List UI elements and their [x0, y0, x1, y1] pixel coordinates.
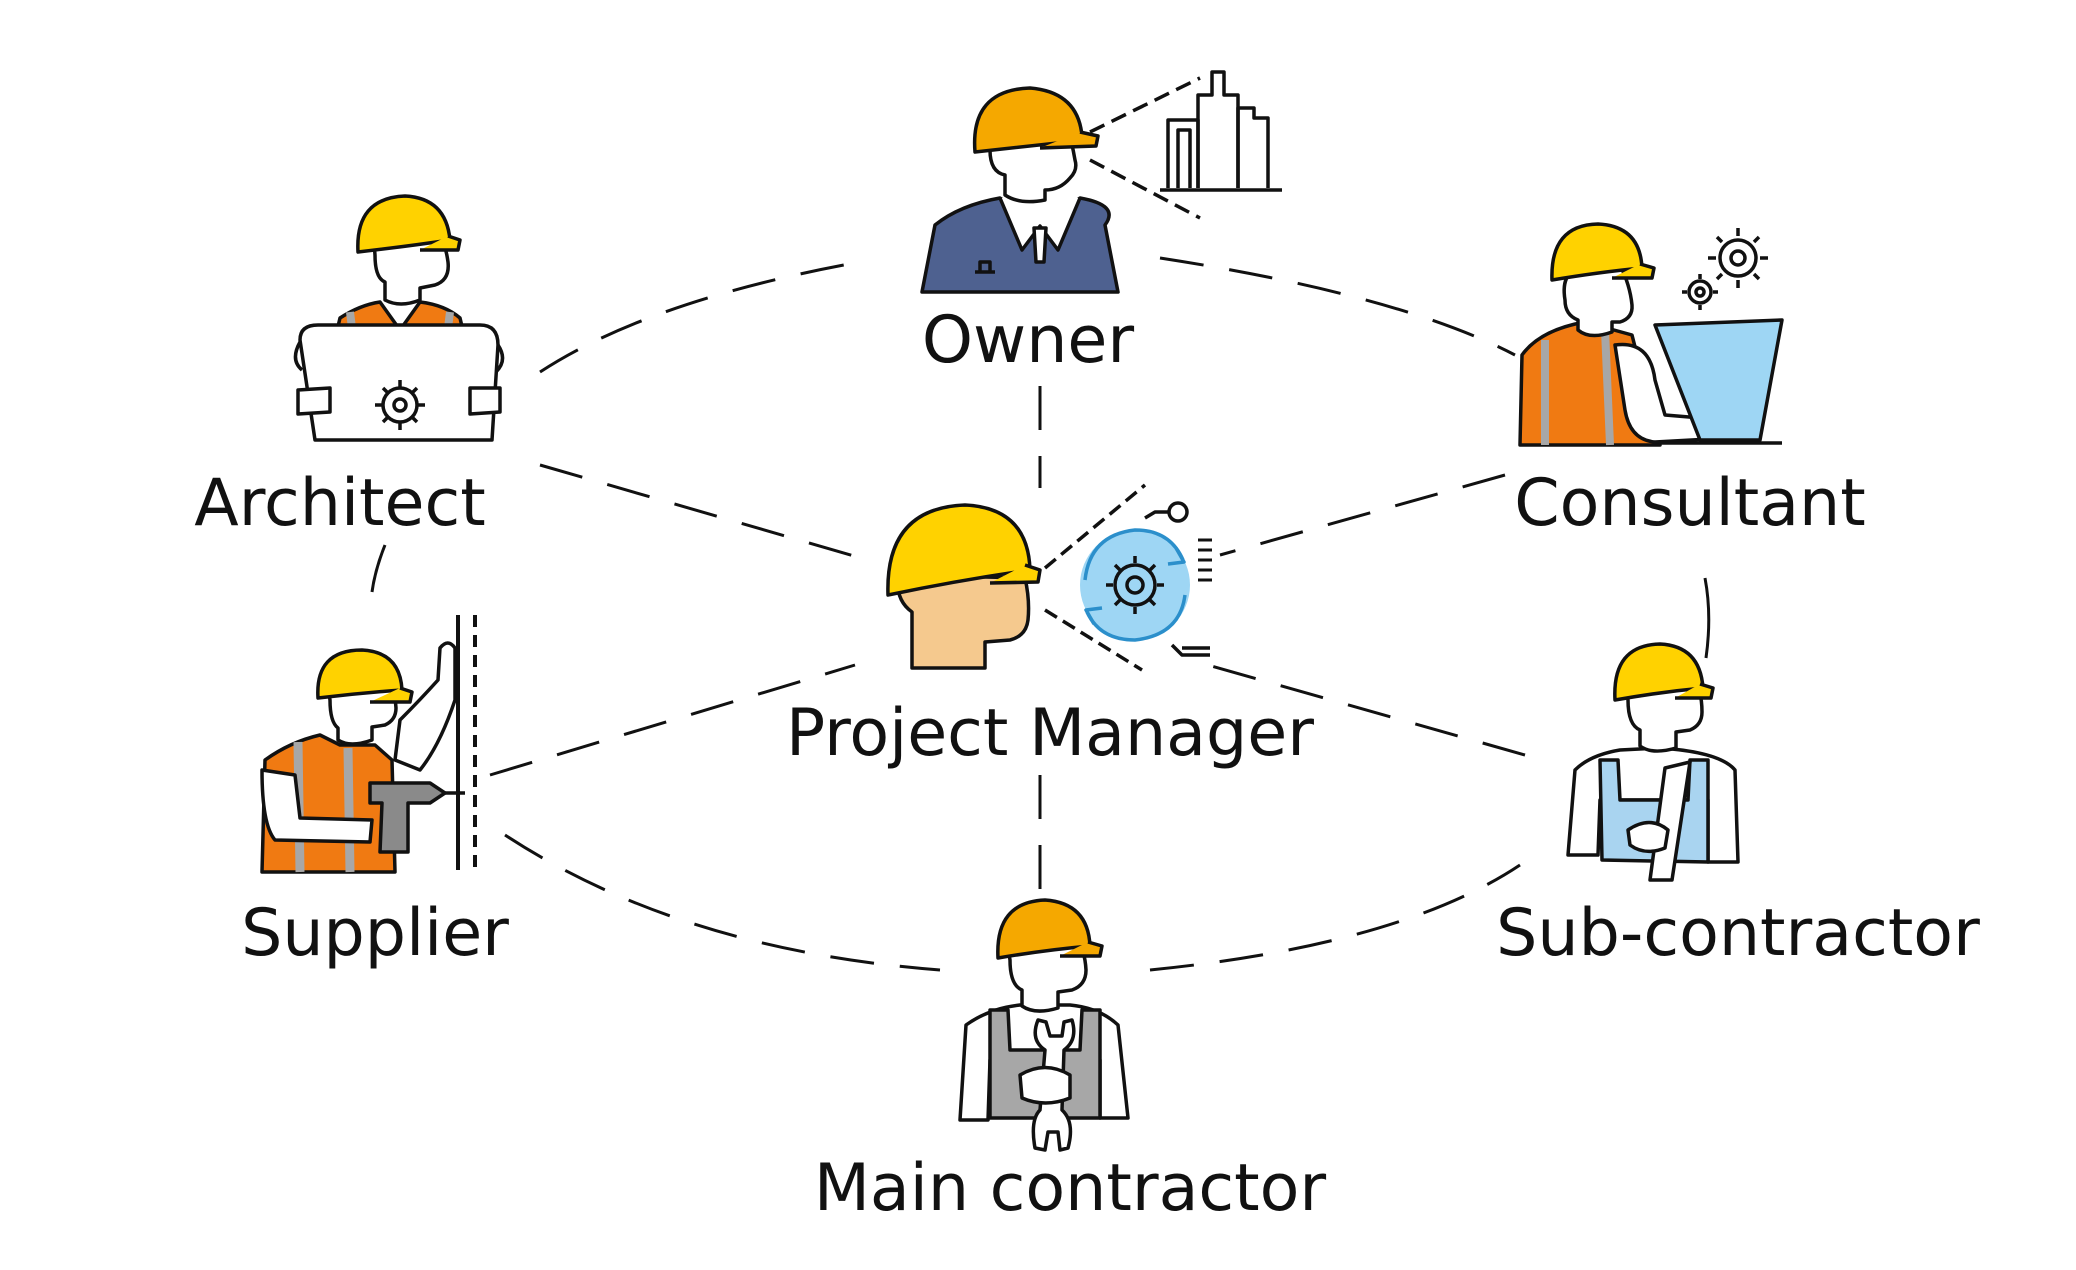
subcontractor-hand [1626, 820, 1670, 854]
consultant-helmet-brim [1612, 262, 1656, 280]
main-contractor-figure [958, 898, 1130, 1152]
process-cycle-icon [1080, 528, 1190, 642]
gear-small-icon [1682, 274, 1718, 310]
pm-vision-lines [1043, 483, 1147, 672]
pm-icon-node-bottom [1170, 643, 1210, 657]
blueprint-gear-icon [375, 380, 425, 430]
architect-hand-left [296, 386, 332, 416]
supplier-drill [368, 781, 447, 854]
owner-pocket [975, 260, 995, 274]
supplier-helmet-brim [370, 686, 414, 704]
pm-helmet [886, 503, 1032, 597]
main-contractor-helmet [996, 898, 1092, 960]
laptop-screen [1653, 318, 1784, 442]
short-connectors [370, 544, 1711, 659]
subcontractor-helmet-brim [1675, 682, 1715, 700]
connector-owner-consultant [1159, 256, 1516, 357]
architect-helmet-brim [420, 234, 462, 252]
connector-consultant-subcontractor [1703, 577, 1711, 659]
connectors [489, 256, 1526, 972]
supplier-helmet [316, 648, 404, 700]
owner-tie [1032, 226, 1048, 264]
architect-hand-right [468, 386, 502, 416]
subcontractor-overall [1598, 758, 1710, 864]
owner-vision-lines [1089, 76, 1201, 220]
pm-icon-node-circle [1167, 501, 1189, 523]
consultant-label: Consultant [1514, 466, 1865, 541]
main-contractor-helmet-brim [1060, 940, 1104, 958]
connector-architect-supplier [370, 544, 387, 593]
owner-collar [998, 197, 1082, 252]
project-manager-figure [886, 483, 1212, 672]
pm-icon-ticks [1198, 538, 1212, 582]
supplier-label: Supplier [241, 896, 509, 971]
supplier-left-arm [260, 768, 374, 844]
owner-helmet [972, 86, 1087, 154]
connector-supplier-main [504, 833, 941, 972]
owner-figure [920, 70, 1282, 294]
pm-icon-node-top [1144, 510, 1168, 520]
main-contractor-label: Main contractor [814, 1151, 1327, 1226]
connector-main-subcontractor [1149, 863, 1521, 972]
owner-helmet-brim [1039, 130, 1100, 150]
supplier-figure [260, 615, 477, 874]
buildings-icon [1160, 70, 1282, 192]
pm-helmet-brim [989, 563, 1042, 585]
connector-architect-pm [539, 463, 869, 562]
main-contractor-hand [1018, 1065, 1072, 1105]
pm-head [895, 573, 1031, 670]
connector-supplier-pm [489, 663, 856, 777]
connector-consultant-pm [1219, 473, 1506, 557]
project-manager-label: Project Manager [786, 696, 1314, 771]
supplier-raised-arm [393, 641, 457, 772]
architect-helmet [356, 194, 452, 254]
gear-large-icon [1708, 228, 1768, 288]
consultant-helmet [1550, 222, 1644, 282]
consultant-figure [1518, 222, 1784, 447]
architect-label: Architect [194, 466, 485, 541]
subcontractor-helmet [1613, 642, 1705, 702]
architect-figure [293, 194, 505, 442]
blueprint-roll [293, 341, 505, 374]
subcontractor-figure [1566, 642, 1740, 882]
connector-architect-owner [539, 260, 861, 374]
owner-label: Owner [922, 303, 1135, 378]
connector-subcontractor-pm [1189, 658, 1526, 757]
subcontractor-label: Sub-contractor [1496, 896, 1980, 971]
consultant-vest-stripes [1541, 329, 1614, 446]
